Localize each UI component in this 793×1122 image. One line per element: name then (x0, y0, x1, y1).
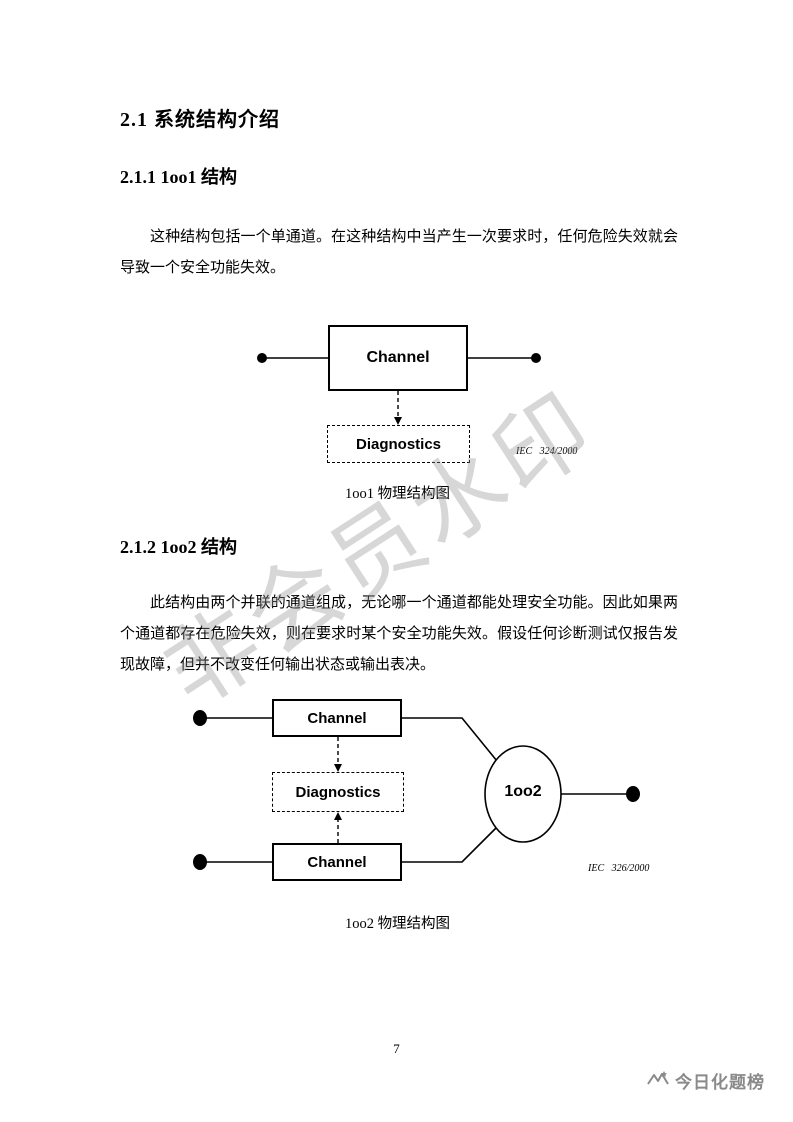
fig1-caption: 1oo1 物理结构图 (344, 486, 451, 502)
fig2-diagnostics-box: Diagnostics (272, 772, 404, 812)
fig2-output-dot (626, 786, 640, 802)
paragraph-1oo1: 这种结构包括一个单通道。在这种结构中当产生一次要求时，任何危险失效就会导致一个安… (120, 229, 678, 276)
fig2-channel-bottom-box: Channel (272, 843, 402, 881)
fig1-diagnostics-label: Diagnostics (355, 435, 442, 453)
figure-1oo2: Channel Diagnostics Channel 1oo2 IEC 326… (120, 695, 680, 890)
fig2-iec-reference: IEC 326/2000 (588, 863, 650, 874)
paragraph-1oo2: 此结构由两个并联的通道组成，无论哪一个通道都能处理安全功能。因此如果两个通道都存… (120, 595, 678, 673)
fig1-input-dot (257, 353, 267, 363)
subsection-1oo2-title: 2.1.2 1oo2 结构 (120, 537, 237, 557)
fig1-output-dot (531, 353, 541, 363)
fig1-connectors (257, 353, 541, 425)
fig2-channel-top-label: Channel (307, 709, 367, 727)
fig2-voter-label: 1oo2 (504, 783, 542, 800)
fig2-diagnostics-label: Diagnostics (295, 783, 381, 801)
page-number: 7 (393, 1041, 400, 1056)
fig2-channel-top-box: Channel (272, 699, 402, 737)
fig2-arrow-down-icon (334, 764, 342, 772)
brand-name: 今日化题榜 (675, 1072, 765, 1092)
fig2-input-dot-top (193, 710, 207, 726)
fig2-input-dot-bottom (193, 854, 207, 870)
brand-footer: 今日化题榜 (646, 1068, 765, 1092)
fig1-channel-label: Channel (366, 349, 430, 366)
fig1-arrow-down-icon (394, 417, 402, 425)
section-title: 2.1 系统结构介绍 (120, 109, 280, 131)
subsection-1oo1-title: 2.1.1 1oo1 结构 (120, 167, 237, 187)
fig1-iec-reference: IEC 324/2000 (516, 446, 578, 457)
fig2-caption: 1oo2 物理结构图 (344, 916, 451, 932)
fig1-channel-box: Channel (328, 325, 468, 391)
fig1-diagnostics-box: Diagnostics (327, 425, 470, 463)
brand-logo-icon (647, 1071, 669, 1085)
fig2-connectors (193, 710, 640, 870)
figure-1oo1: Channel Diagnostics IEC 324/2000 (120, 318, 675, 478)
fig2-channel-bottom-label: Channel (307, 853, 367, 871)
fig2-arrow-up-icon (334, 812, 342, 820)
